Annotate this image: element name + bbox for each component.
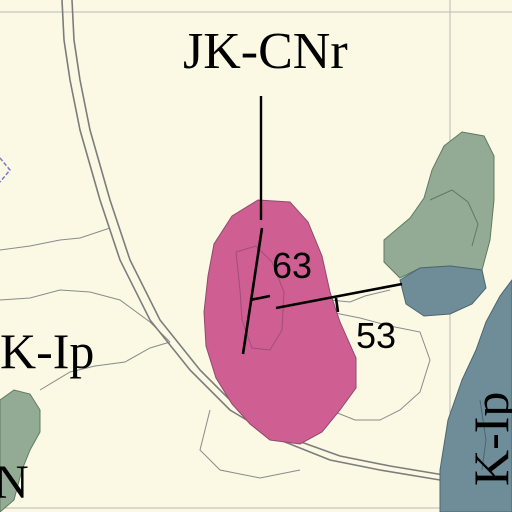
- pink-inner-contour: [235, 245, 285, 351]
- green-inner-contour: [429, 189, 479, 247]
- unit-jk-cnr-polygon: [203, 199, 357, 445]
- strike-dip-symbols: [241, 227, 403, 355]
- unit-green-left-polygon: [0, 389, 41, 512]
- right-inner-contour: [479, 399, 487, 471]
- unit-k-ip-right-polygon: [439, 279, 512, 512]
- unit-label-k-ip-left: K-Ip: [0, 323, 94, 379]
- unit-slate-polygon-upper: [399, 265, 487, 317]
- boundary-marker: [0, 157, 11, 183]
- unit-label-jk-cnr: JK-CNr: [183, 23, 348, 80]
- dip-value-53: 53: [356, 315, 396, 356]
- unit-green-polygon: [383, 131, 495, 279]
- unit-label-k-ip-right: K-Ip: [463, 392, 512, 486]
- dip-value-63: 63: [272, 245, 312, 286]
- road: [61, 0, 512, 495]
- unit-label-n-bottom-left: N: [0, 456, 29, 509]
